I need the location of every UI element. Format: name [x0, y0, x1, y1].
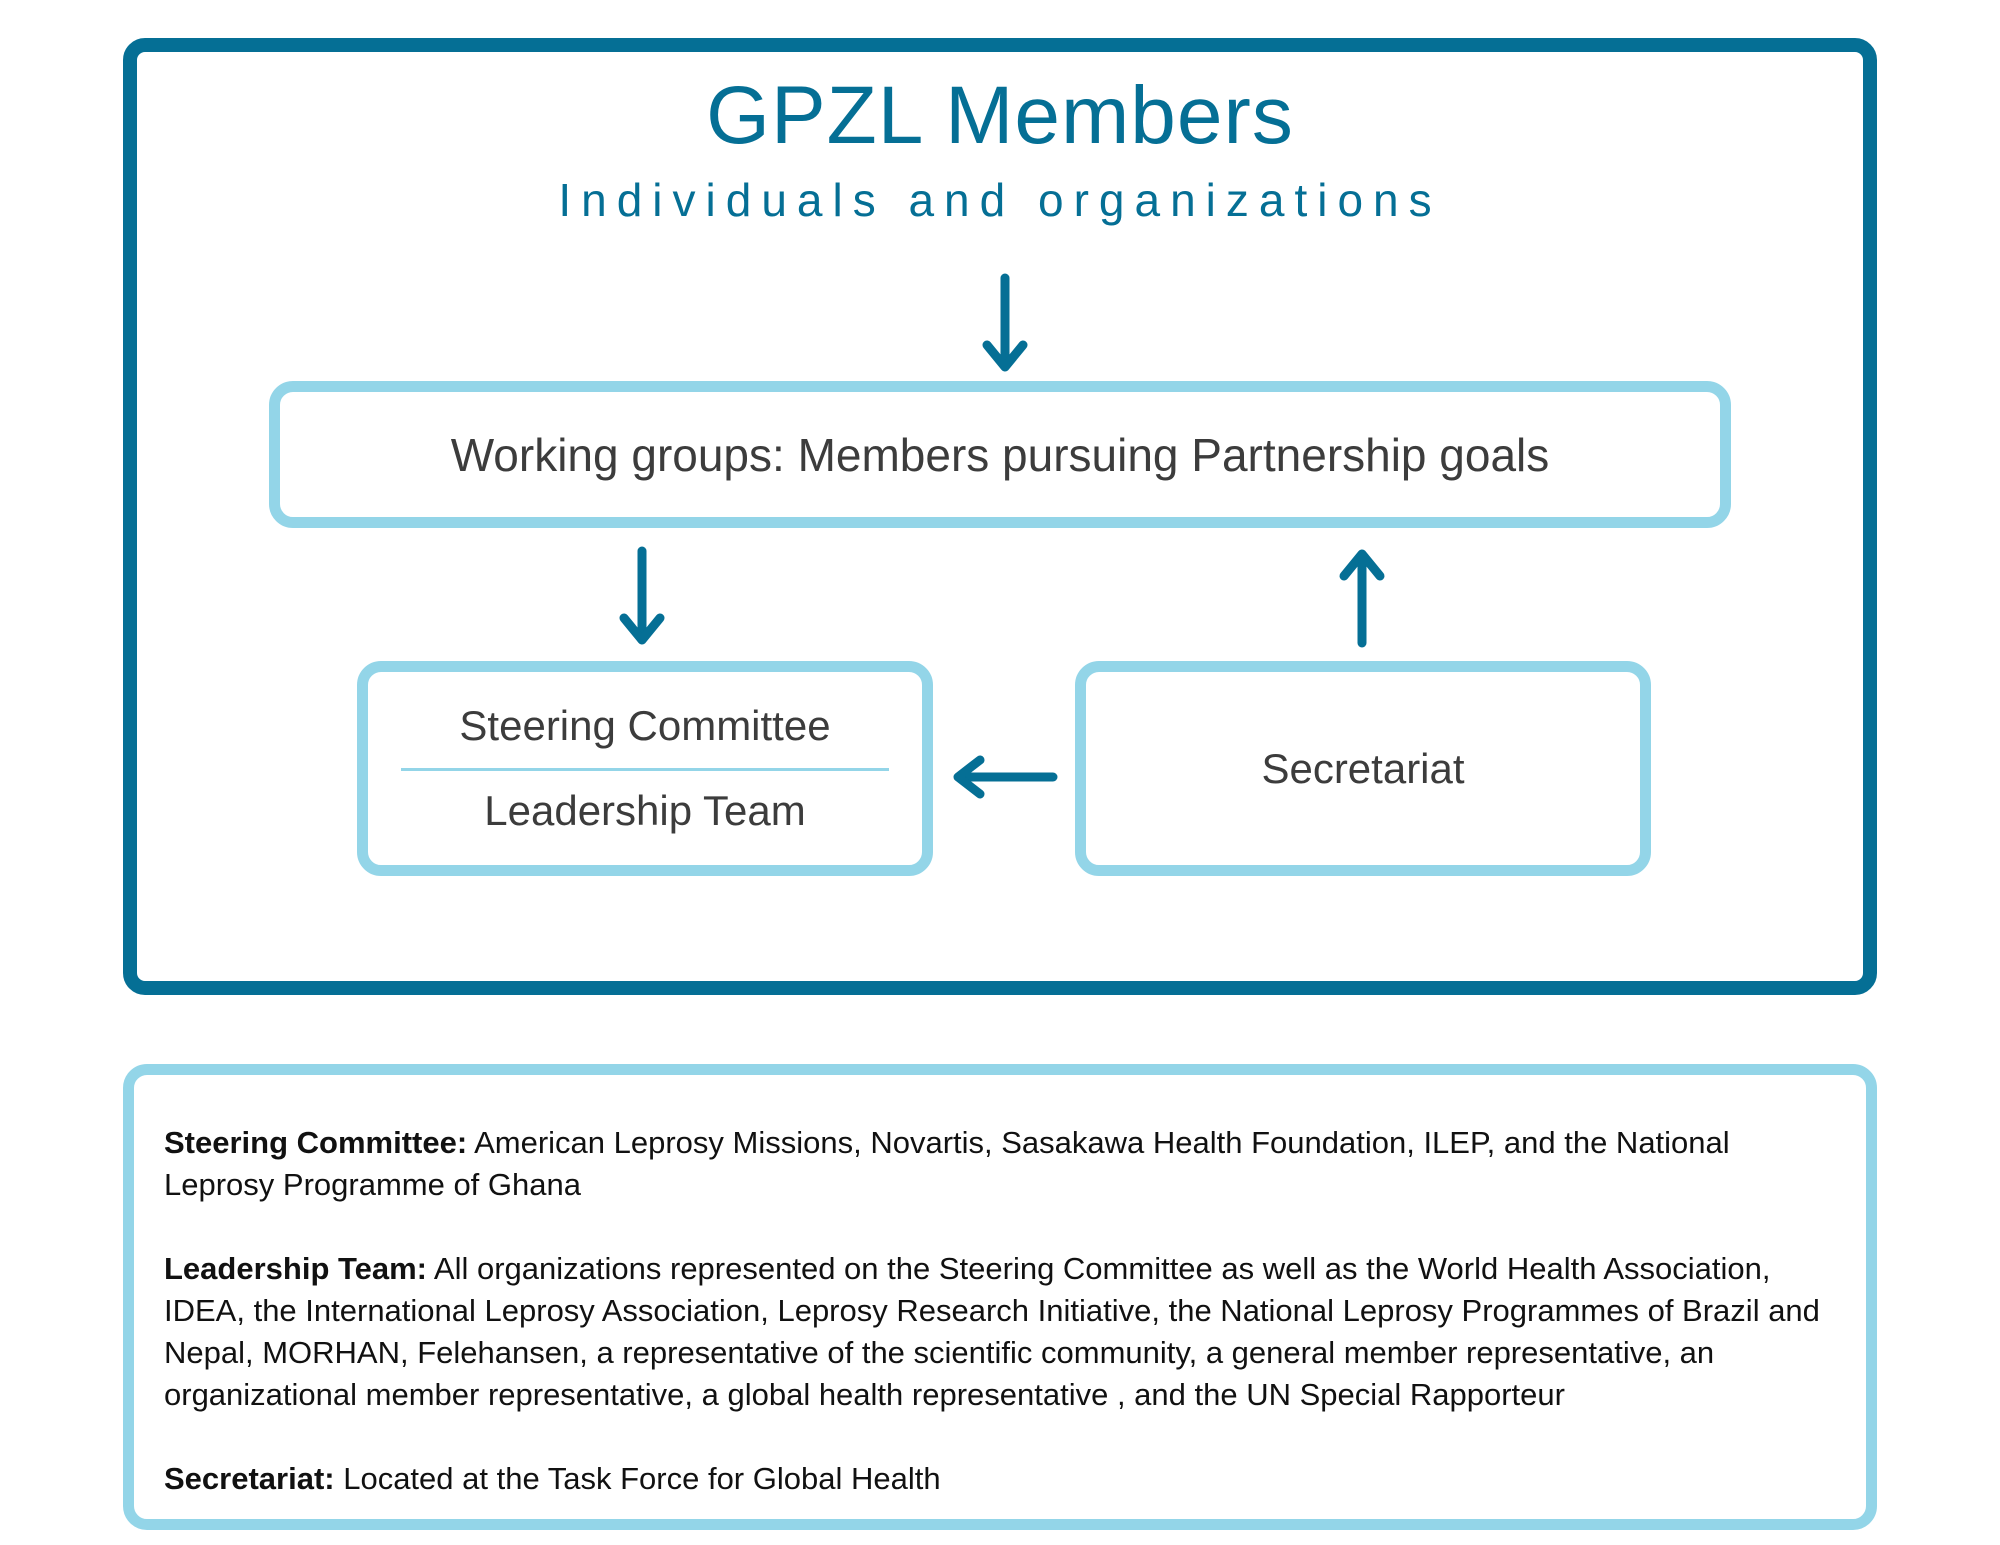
working-groups-box: Working groups: Members pursuing Partner… — [269, 381, 1731, 528]
steering-leadership-box: Steering Committee Leadership Team — [357, 661, 933, 876]
legend-text: Located at the Task Force for Global Hea… — [334, 1461, 941, 1496]
leadership-team-label: Leadership Team — [484, 787, 806, 834]
legend-item-leadership-team: Leadership Team: All organizations repre… — [164, 1248, 1836, 1416]
legend-item-steering-committee: Steering Committee: American Leprosy Mis… — [164, 1122, 1836, 1206]
working-groups-label: Working groups: Members pursuing Partner… — [450, 428, 1550, 481]
legend-text: All organizations represented on the Ste… — [164, 1251, 1820, 1412]
legend-text: American Leprosy Missions, Novartis, Sas… — [164, 1125, 1730, 1202]
diagram-title: GPZL Members — [706, 70, 1294, 161]
legend-item-secretariat: Secretariat: Located at the Task Force f… — [164, 1458, 1836, 1500]
diagram-subtitle: Individuals and organizations — [558, 174, 1442, 226]
arrow-down-icon — [982, 273, 1028, 372]
legend-label: Secretariat: — [164, 1461, 335, 1496]
secretariat-label: Secretariat — [1261, 744, 1465, 792]
divider — [401, 768, 889, 771]
arrow-up-icon — [1339, 549, 1385, 648]
arrow-down-icon — [619, 546, 665, 645]
legend-label: Leadership Team: — [164, 1251, 428, 1286]
steering-committee-label: Steering Committee — [459, 702, 831, 749]
arrow-left-icon — [953, 755, 1058, 799]
legend-panel: Steering Committee: American Leprosy Mis… — [123, 1064, 1877, 1530]
secretariat-box: Secretariat — [1075, 661, 1651, 876]
legend-label: Steering Committee: — [164, 1125, 468, 1160]
